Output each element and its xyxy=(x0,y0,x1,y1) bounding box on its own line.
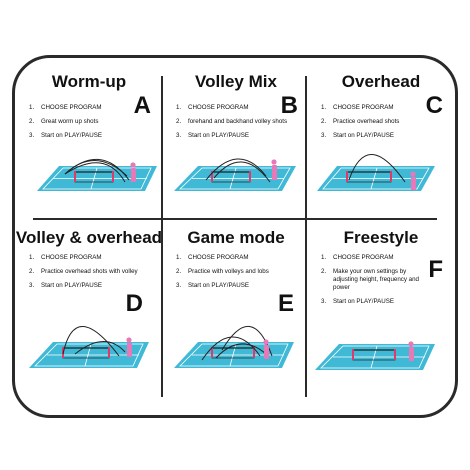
panel-volley-overhead: Volley & overhead D 1.CHOOSE PROGRAM 2.P… xyxy=(15,220,163,398)
panel-overhead: Overhead C 1.CHOOSE PROGRAM 2.Practice o… xyxy=(307,58,455,236)
panel-title: Freestyle xyxy=(343,228,419,247)
panel-title: Volley Mix xyxy=(195,72,277,91)
panel-title: Game mode xyxy=(187,228,285,247)
panel-letter: E xyxy=(277,290,294,317)
step-item: 3.Start on PLAY/PAUSE xyxy=(321,132,394,139)
step-list: 1.CHOOSE PROGRAM 2.Make your own setting… xyxy=(321,254,445,312)
player-icon xyxy=(263,339,269,359)
player-icon xyxy=(408,341,414,361)
ball-trajectory-icon xyxy=(62,326,126,357)
step-item: 3.Start on PLAY/PAUSE xyxy=(176,132,249,139)
step-list: 1.CHOOSE PROGRAM 2.Practice overhead sho… xyxy=(29,254,157,296)
step-item: 2.forehand and backhand volley shots xyxy=(176,118,288,125)
court-icon xyxy=(315,341,435,370)
player-icon xyxy=(410,171,416,190)
step-item: 1.CHOOSE PROGRAM xyxy=(29,104,102,111)
step-item: 1.CHOOSE PROGRAM xyxy=(321,104,394,111)
step-item: 1.CHOOSE PROGRAM xyxy=(176,104,249,111)
ball-trajectory-icon xyxy=(348,154,406,183)
step-item: 3.Start on PLAY/PAUSE xyxy=(29,282,102,289)
step-list: 1.CHOOSE PROGRAM 2.Great worm up shots 3… xyxy=(29,104,157,146)
panel-letter: C xyxy=(425,92,443,119)
step-item: 1.CHOOSE PROGRAM xyxy=(29,254,102,261)
step-list: 1.CHOOSE PROGRAM 2.Practice with volleys… xyxy=(176,254,304,296)
step-item: 3.Start on PLAY/PAUSE xyxy=(29,132,102,139)
step-list: 1.CHOOSE PROGRAM 2.Practice overhead sho… xyxy=(321,104,449,146)
court-icon xyxy=(317,154,435,191)
step-list: 1.CHOOSE PROGRAM 2.forehand and backhand… xyxy=(176,104,304,146)
ball-trajectory-icon xyxy=(205,158,271,183)
player-icon xyxy=(126,337,132,357)
panel-title: Worm-up xyxy=(51,72,127,91)
court-icon xyxy=(174,158,296,191)
divider xyxy=(33,218,437,220)
step-item: 2.Practice overhead shots with volley xyxy=(29,268,138,275)
panel-worm-up: Worm-up A 1.CHOOSE PROGRAM 2.Great worm … xyxy=(15,58,163,236)
panel-letter: D xyxy=(125,290,143,317)
panel-freestyle: Freestyle F 1.CHOOSE PROGRAM 2.Make your… xyxy=(307,220,455,398)
panel-letter: F xyxy=(428,256,443,283)
instruction-card: Worm-up A 1.CHOOSE PROGRAM 2.Great worm … xyxy=(12,55,458,418)
step-item: 1.CHOOSE PROGRAM xyxy=(176,254,249,261)
step-item: 2.Practice overhead shots xyxy=(321,118,400,125)
step-item: 3.Start on PLAY/PAUSE xyxy=(176,282,249,289)
panel-grid: Worm-up A 1.CHOOSE PROGRAM 2.Great worm … xyxy=(15,58,455,415)
panel-letter: A xyxy=(133,92,151,119)
divider xyxy=(161,76,163,397)
step-item: 2.Great worm up shots xyxy=(29,118,99,125)
court-icon xyxy=(37,159,157,191)
step-item: 2.Practice with volleys and lobs xyxy=(176,268,269,275)
step-item: 1.CHOOSE PROGRAM xyxy=(321,254,394,261)
step-item: 3.Start on PLAY/PAUSE xyxy=(321,298,394,305)
panel-title: Volley & overhead xyxy=(15,228,163,247)
player-icon xyxy=(271,159,277,180)
court-icon xyxy=(174,326,294,368)
player-icon xyxy=(130,162,136,182)
ball-trajectory-icon xyxy=(64,159,130,183)
panel-letter: B xyxy=(280,92,298,119)
step-item: 2.Make your own settings by adjusting he… xyxy=(321,268,419,291)
panel-volley-mix: Volley Mix B 1.CHOOSE PROGRAM 2.forehand… xyxy=(162,58,310,236)
panel-game-mode: Game mode E 1.CHOOSE PROGRAM 2.Practice … xyxy=(162,220,310,398)
panel-title: Overhead xyxy=(341,72,421,91)
court-icon xyxy=(29,326,149,368)
divider xyxy=(305,76,307,397)
